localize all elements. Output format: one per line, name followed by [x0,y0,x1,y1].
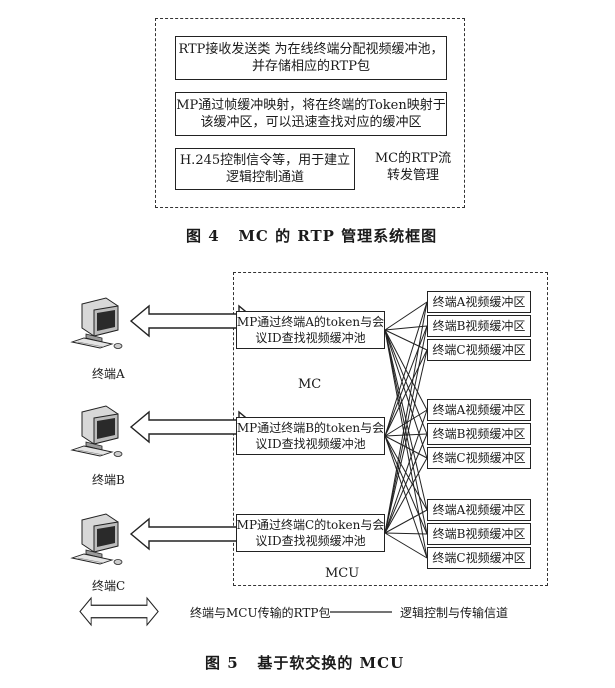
legend-line-text: 逻辑控制与传输信道 [400,606,509,620]
buffer-g3-a: 终端A视频缓冲区 [427,499,531,521]
terminal-a-label: 终端A [92,367,125,381]
terminal-a-computer-icon [71,297,123,349]
buffer-g2-c: 终端C视频缓冲区 [427,447,531,469]
buffer-g2-a: 终端A视频缓冲区 [427,399,531,421]
terminal-c-label: 终端C [92,579,126,593]
buffer-g1-b: 终端B视频缓冲区 [427,315,531,337]
terminal-c-computer-icon [71,513,123,565]
mp-box-terminal-b: MP通过终端B的token与会 议ID查找视频缓冲池 [236,417,385,455]
legend-rtp-text: 终端与MCU传输的RTP包 [190,606,331,620]
buffer-g3-c: 终端C视频缓冲区 [427,547,531,569]
terminal-b-label: 终端B [92,473,125,487]
mcu-label: MCU [325,566,360,581]
control-channel-lines [384,301,428,559]
fig4-caption: 图 4 MC 的 RTP 管理系统框图 [186,227,438,245]
fig4-rtp-class-box: RTP接收发送类 为在线终端分配视频缓冲池， 并存储相应的RTP包 [175,36,447,80]
mp-box-terminal-a: MP通过终端A的token与会 议ID查找视频缓冲池 [236,311,385,349]
buffer-g1-c: 终端C视频缓冲区 [427,339,531,361]
mc-label: MC [298,377,322,392]
fig5-caption: 图 5 基于软交换的 MCU [205,654,405,672]
legend-rtp-arrow-icon [79,597,159,626]
buffer-g2-b: 终端B视频缓冲区 [427,423,531,445]
fig4-side-label: MC的RTP流 转发管理 [374,151,452,183]
mp-box-terminal-c: MP通过终端C的token与会 议ID查找视频缓冲池 [236,514,385,552]
buffer-g1-a: 终端A视频缓冲区 [427,291,531,313]
terminal-b-computer-icon [71,405,123,457]
fig4-h245-box: H.245控制信令等，用于建立 逻辑控制通道 [175,148,355,190]
buffer-g3-b: 终端B视频缓冲区 [427,523,531,545]
fig4-mp-mapping-box: MP通过帧缓冲映射，将在终端的Token映射于 该缓冲区，可以迅速查找对应的缓冲… [175,92,447,136]
fig4-frame [155,18,465,208]
